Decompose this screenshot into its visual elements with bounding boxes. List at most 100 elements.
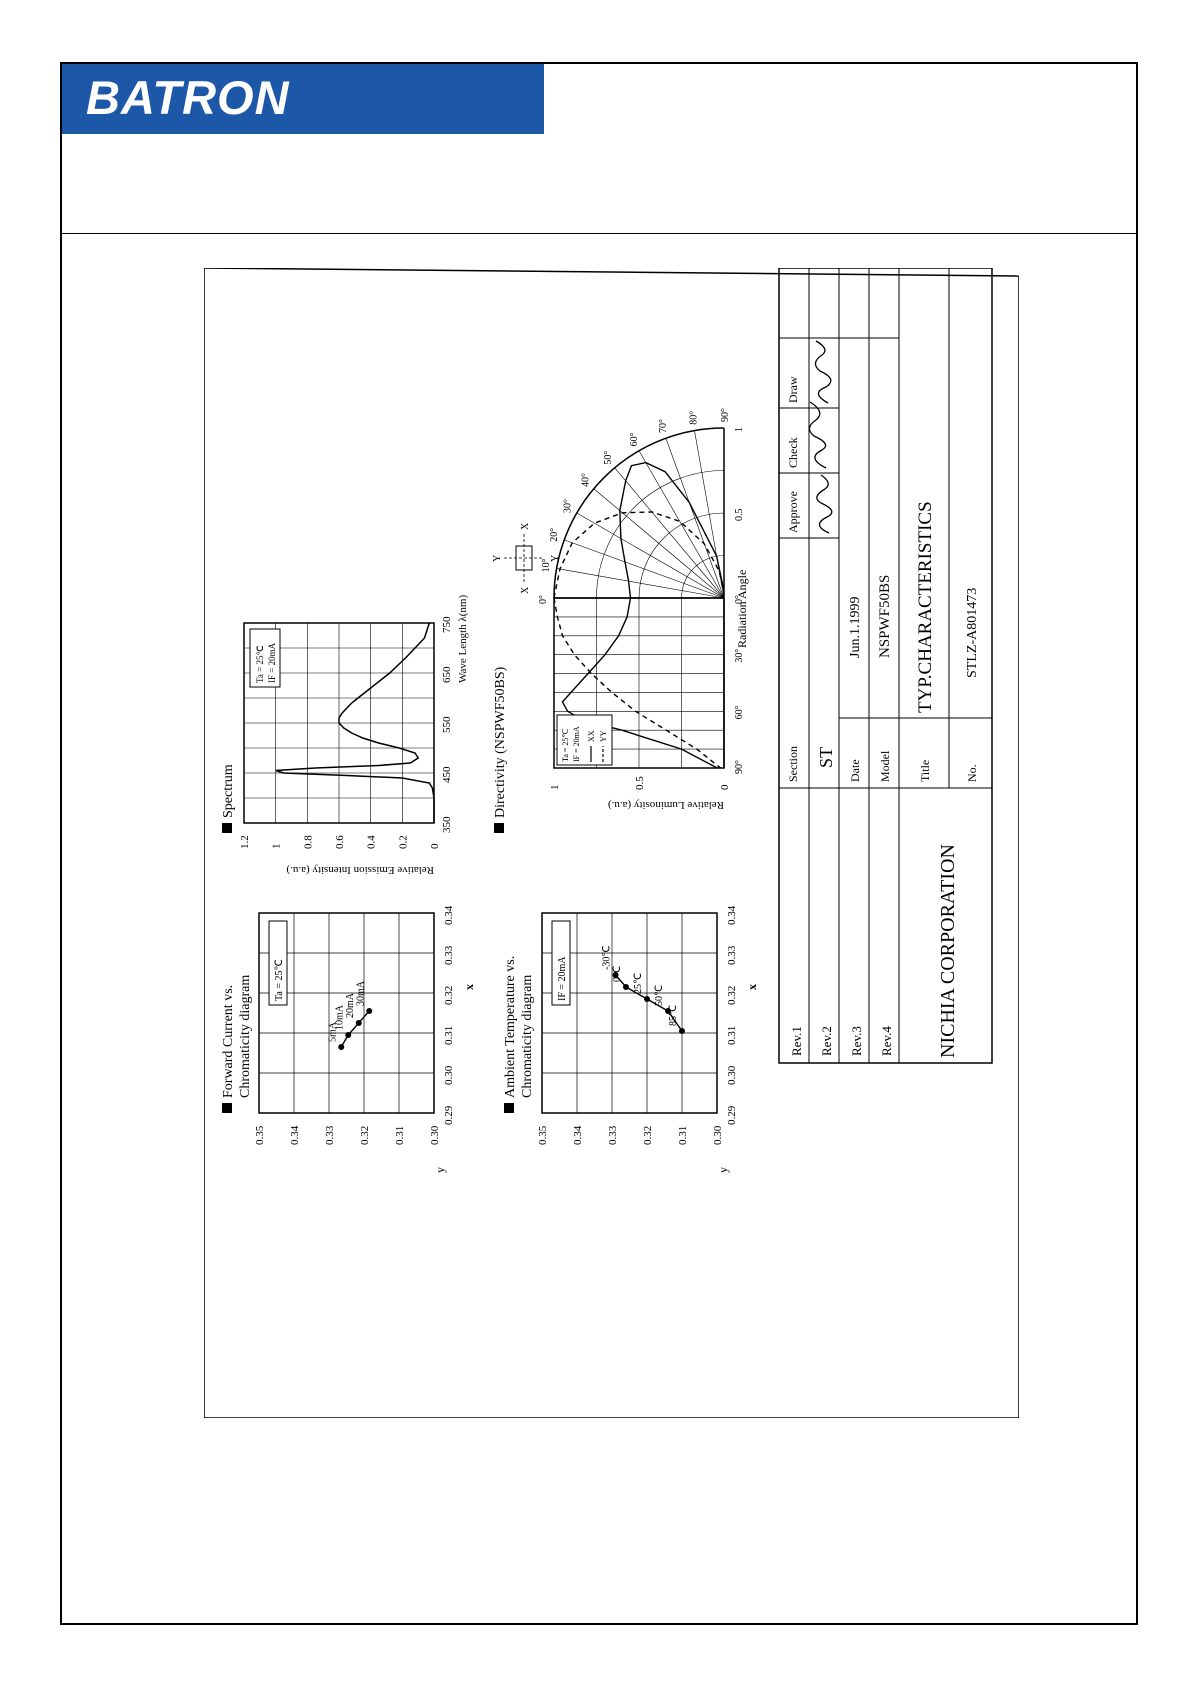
angle-tick-label: 0° xyxy=(538,595,549,604)
condition-box xyxy=(249,628,281,688)
model-label: Model xyxy=(878,750,892,782)
angle-tick-label: 50° xyxy=(603,451,614,465)
data-point xyxy=(338,1044,345,1050)
condition-text: IF = 20mA xyxy=(557,956,568,1001)
x-tick-label: 0.29 xyxy=(726,1105,738,1125)
orientation-label-x: X xyxy=(520,522,531,530)
title-block: Rev.1 Rev.2 Rev.3 Rev.4 NICHIA CORPORATI… xyxy=(778,268,993,1064)
x-axis-label: Wave Length λ(nm) xyxy=(457,595,469,683)
plot-area: 0.290.300.310.320.330.340.300.310.320.33… xyxy=(537,905,738,1145)
condition-text: Ta = 25℃ xyxy=(274,959,285,1001)
x-tick-label: 0.31 xyxy=(443,1026,455,1045)
y-tick-label: 0.5 xyxy=(634,776,646,790)
x-tick-label: 0° xyxy=(734,595,745,604)
y-tick-label: 0.30 xyxy=(712,1125,724,1145)
legend-box xyxy=(556,714,613,766)
y-tick-label: 0.32 xyxy=(359,1126,371,1145)
x-axis-label: x xyxy=(745,984,759,990)
logo-text: BATRON xyxy=(86,71,290,124)
xx-rect-curve xyxy=(561,597,718,769)
x-tick-label: 450 xyxy=(441,766,453,783)
no-label: No. xyxy=(965,764,979,782)
section-label: Section xyxy=(786,746,800,782)
data-point xyxy=(665,1008,671,1014)
y-tick-label: 0.33 xyxy=(324,1125,336,1145)
condition-text: IF = 20mA xyxy=(572,726,581,762)
x-tick-label: 0.33 xyxy=(726,945,738,965)
x-axis-label: Radiation Angle xyxy=(735,570,749,648)
rev-2: Rev.2 xyxy=(819,1026,834,1056)
point-label: -30℃ xyxy=(602,945,613,970)
y-tick-label: 1.2 xyxy=(239,835,251,849)
chart-subtitle: Chromaticity diagram xyxy=(238,975,253,1098)
chart-title: Ambient Temperature vs. xyxy=(503,956,518,1098)
signature-draw xyxy=(814,340,832,404)
x-tick-label: 0.29 xyxy=(443,1105,455,1125)
data-point xyxy=(679,1028,685,1034)
rev-4: Rev.4 xyxy=(879,1026,894,1056)
angle-tick-label: 30° xyxy=(562,499,573,513)
condition-text: Ta = 25℃ xyxy=(255,645,265,683)
angle-tick-label: 20° xyxy=(549,528,560,542)
model-value: NSPWF50BS xyxy=(877,575,893,658)
xx-polar-curve xyxy=(619,461,725,599)
x-tick-label: 0.30 xyxy=(726,1065,738,1085)
x-tick-label: 60° xyxy=(734,705,745,719)
y-tick-label: 0.35 xyxy=(254,1125,266,1145)
point-label: 0℃ xyxy=(612,966,623,982)
angle-tick-label: 80° xyxy=(688,411,699,425)
point-label: 20mA xyxy=(345,992,356,1018)
title-value: TYP.CHARACTERISTICS xyxy=(915,501,936,713)
data-point xyxy=(345,1032,352,1038)
y-tick-label: 0.8 xyxy=(302,835,314,849)
orientation-label-y: Y xyxy=(492,555,503,562)
rev-3: Rev.3 xyxy=(849,1026,864,1056)
date-label: Date xyxy=(848,759,862,782)
approve-label: Approve xyxy=(786,491,800,533)
chart-title: Directivity (NSPWF50BS) xyxy=(493,666,508,818)
chart-title: Forward Current vs. xyxy=(221,985,236,1098)
y-tick-label: 0.31 xyxy=(394,1126,406,1145)
chart-title: Spectrum xyxy=(221,764,236,818)
x-tick-label: 0.30 xyxy=(443,1065,455,1085)
y-tick-label: 0.32 xyxy=(642,1126,654,1145)
orientation-label-y: Y xyxy=(550,555,561,562)
y-tick-label: 0 xyxy=(719,784,731,790)
directivity-chart: Directivity (NSPWF50BS) 00.510°10°20°30°… xyxy=(492,408,749,833)
y-tick-label: 0.4 xyxy=(366,835,378,849)
forward-current-chart: Forward Current vs. Chromaticity diagram… xyxy=(221,905,476,1173)
angle-tick-label: 70° xyxy=(658,419,669,433)
y-axis-label: y xyxy=(716,1167,730,1173)
angle-tick-label: 60° xyxy=(629,432,640,446)
point-label: 25℃ xyxy=(633,973,644,994)
point-label: 50℃ xyxy=(654,985,665,1006)
angle-tick-label: 90° xyxy=(720,408,731,422)
bullet-square xyxy=(494,823,504,833)
x-tick-label: 0.34 xyxy=(726,905,738,925)
datasheet-drawing: Forward Current vs. Chromaticity diagram… xyxy=(204,268,1019,1418)
draw-label: Draw xyxy=(786,376,800,403)
y-tick-label: 0.2 xyxy=(397,835,409,849)
y-axis-label: Relative Luminosity (a.u.) xyxy=(608,799,724,811)
plot-frame xyxy=(541,912,718,1114)
spectrum-line xyxy=(275,622,435,823)
x-tick-label: 30° xyxy=(734,649,745,663)
x-tick-label: 650 xyxy=(441,666,453,683)
y-tick-label: 0.33 xyxy=(607,1125,619,1145)
x-tick-label: 750 xyxy=(441,616,453,633)
y-axis-label: y xyxy=(433,1167,447,1173)
condition-box xyxy=(551,920,571,1006)
y-tick-label: 0.30 xyxy=(429,1125,441,1145)
series-line xyxy=(340,1010,370,1048)
angle-tick-label: 40° xyxy=(581,473,592,487)
polar-ring xyxy=(638,512,725,599)
x-tick-label: 1 xyxy=(734,427,745,432)
plot-area: 00.510°10°20°30°40°50°60°70°80°90°90°60°… xyxy=(492,408,745,811)
point-label: 10mA xyxy=(334,1004,345,1030)
condition-text: IF = 20mA xyxy=(267,642,277,683)
section-value: ST xyxy=(816,747,836,768)
point-label: 30mA xyxy=(355,980,366,1006)
y-axis-label: Relative Emission Intensity (a.u.) xyxy=(286,864,434,876)
y-tick-label: 1 xyxy=(271,844,283,850)
